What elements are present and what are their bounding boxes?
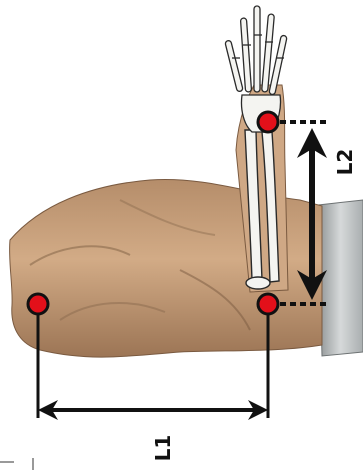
wrist-marker [258, 112, 278, 132]
hand-skeleton [225, 6, 287, 132]
sleeve [318, 200, 363, 356]
elbow-marker [258, 294, 278, 314]
l1-label: L1 [151, 435, 175, 462]
l2-label: L2 [333, 149, 357, 176]
shoulder-marker [28, 294, 48, 314]
